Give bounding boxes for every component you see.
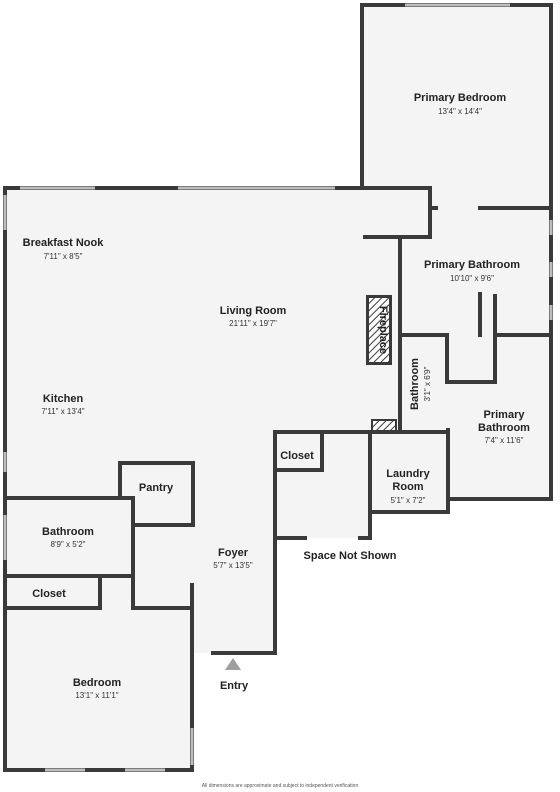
dim-laundry: 5'1" x 7'2" — [391, 496, 426, 505]
wall-center-divider — [273, 430, 402, 540]
label-breakfast-nook: Breakfast Nook — [23, 237, 105, 249]
wall-foyer-right — [211, 536, 277, 655]
label-primary-bathroom-2a: Primary — [484, 409, 526, 421]
floor-bedroom-corridor — [430, 185, 551, 210]
wall-bathroom — [3, 496, 135, 578]
windows — [3, 3, 553, 772]
floor-foyer — [193, 498, 275, 653]
label-closet-left: Closet — [32, 588, 66, 600]
dim-foyer: 5'7" x 13'5" — [213, 561, 253, 570]
label-primary-bathroom-1: Primary Bathroom — [424, 259, 520, 271]
floor-bedroom — [5, 608, 192, 770]
floor-closet-left — [5, 576, 133, 608]
label-entry: Entry — [220, 680, 249, 692]
dim-bedroom: 13'1" x 11'1" — [75, 691, 118, 700]
wall-closet-center — [273, 434, 324, 472]
dim-primary-bedroom: 13'4" x 14'4" — [438, 107, 482, 116]
floor-primary-bath-2 — [448, 335, 551, 499]
entry-arrow-icon — [225, 658, 241, 670]
label-closet-center: Closet — [280, 450, 314, 462]
label-foyer: Foyer — [218, 547, 249, 559]
dim-breakfast-nook: 7'11" x 8'5" — [44, 252, 83, 261]
floor-primary-bedroom — [362, 5, 551, 185]
wall-primary-bath-1 — [398, 208, 553, 384]
label-kitchen: Kitchen — [43, 393, 84, 405]
label-primary-bathroom-2b: Bathroom — [478, 422, 530, 434]
dim-kitchen: 7'11" x 13'4" — [41, 407, 84, 416]
wall-primary-bath-2 — [446, 333, 553, 501]
floor-foyer-right — [275, 498, 370, 538]
label-laundry-1: Laundry — [386, 468, 430, 480]
dim-primary-bathroom-2: 7'4" x 11'6" — [485, 436, 524, 445]
floor-laundry — [370, 432, 448, 512]
fireplace-hatch — [369, 298, 389, 362]
dim-bathroom: 8'9" x 5'2" — [51, 540, 86, 549]
label-space-not-shown: Space Not Shown — [304, 550, 397, 562]
label-bathroom: Bathroom — [42, 526, 94, 538]
wall-closet-left — [3, 574, 102, 610]
label-living-room: Living Room — [220, 305, 287, 317]
wall-laundry — [368, 430, 450, 514]
floor-living-upper — [5, 188, 430, 433]
label-pantry: Pantry — [139, 482, 174, 494]
label-bedroom: Bedroom — [73, 677, 122, 689]
wall-bedroom-top — [131, 574, 194, 610]
dim-bathroom-small: 3'1" x 6'9" — [423, 366, 432, 401]
floor-primary-bath-1 — [400, 210, 551, 335]
label-bathroom-small: Bathroom — [409, 358, 421, 410]
floor-bathroom — [5, 498, 133, 576]
label-laundry-2: Room — [392, 481, 423, 493]
dim-primary-bathroom-1: 10'10" x 9'6" — [450, 274, 494, 283]
walls — [3, 3, 553, 772]
footer-disclaimer: All dimensions are approximate and subje… — [201, 783, 359, 789]
label-fireplace: Fireplace — [377, 306, 389, 354]
floor-fills — [5, 5, 551, 770]
dim-living-room: 21'11" x 19'7" — [229, 319, 277, 328]
floor-small-bath — [400, 335, 448, 432]
label-primary-bedroom: Primary Bedroom — [414, 92, 507, 104]
